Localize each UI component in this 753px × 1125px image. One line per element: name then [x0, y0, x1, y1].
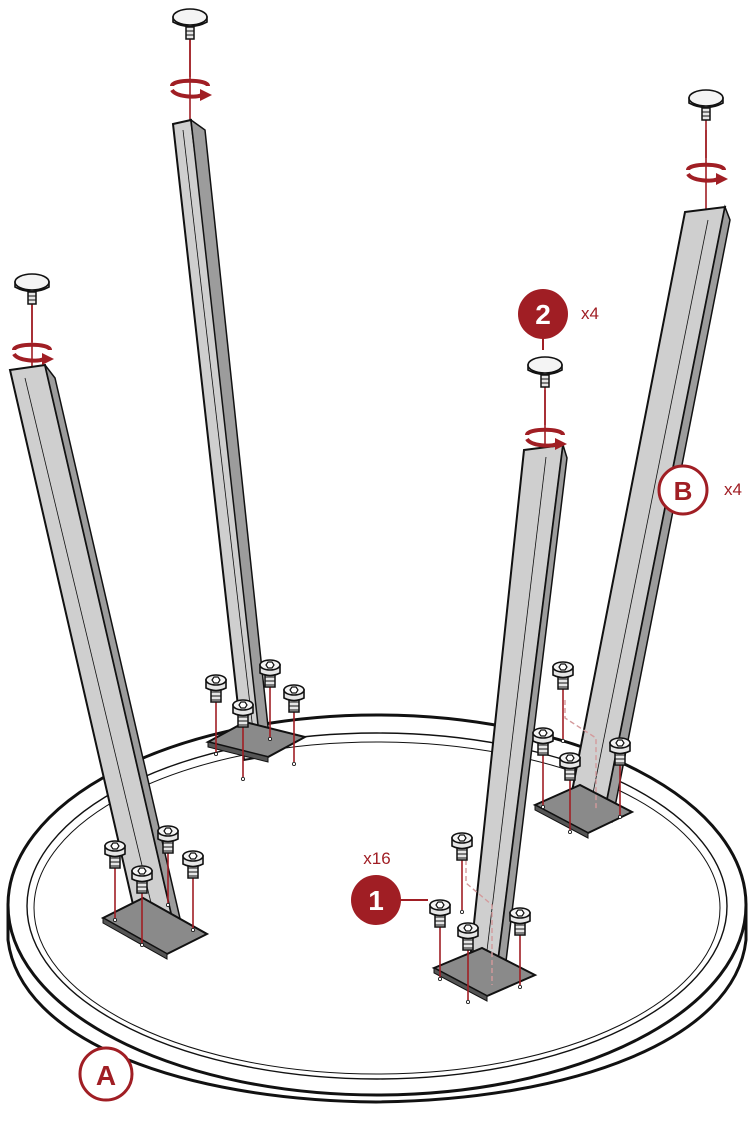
- table-leg-back-left: [171, 40, 308, 763]
- step-1-callout: 1 x16: [351, 849, 428, 925]
- rotate-arrow-icon: [525, 427, 569, 452]
- step-1-number: 1: [368, 885, 384, 916]
- part-b-letter: B: [674, 476, 693, 506]
- part-a-badge: [78, 1046, 134, 1102]
- part-b-callout: B x4: [657, 464, 742, 516]
- table-leg-back-right: [532, 130, 731, 839]
- step-2-badge: [518, 289, 568, 339]
- screw-icon: [552, 661, 574, 744]
- foot-back-left: [170, 8, 214, 103]
- part-b-badge: [657, 464, 709, 516]
- rotate-arrow-icon: [12, 342, 56, 367]
- leveling-foot-icon: [688, 89, 724, 159]
- part-a-callout: A: [78, 1046, 134, 1102]
- part-b-quantity: x4: [724, 480, 742, 499]
- part-a-letter: A: [96, 1060, 116, 1091]
- leveling-foot-icon: [172, 8, 208, 78]
- foot-front-left: [12, 273, 56, 367]
- foot-back-right: [686, 89, 730, 187]
- table-leg-front-left: [8, 305, 210, 960]
- step-2-number: 2: [535, 299, 551, 330]
- step-1-quantity: x16: [363, 849, 390, 868]
- foot-front-right: [525, 356, 569, 452]
- step-2-quantity: x4: [581, 304, 599, 323]
- leveling-foot-icon: [14, 273, 50, 343]
- rotate-arrow-icon: [170, 78, 214, 103]
- rotate-arrow-icon: [686, 162, 730, 187]
- step-1-badge: [351, 875, 401, 925]
- leveling-foot-icon: [527, 356, 563, 426]
- table-leg-front-right: [431, 390, 568, 1002]
- step-2-callout: 2 x4: [518, 289, 599, 350]
- hidden-path-guides: [465, 700, 597, 985]
